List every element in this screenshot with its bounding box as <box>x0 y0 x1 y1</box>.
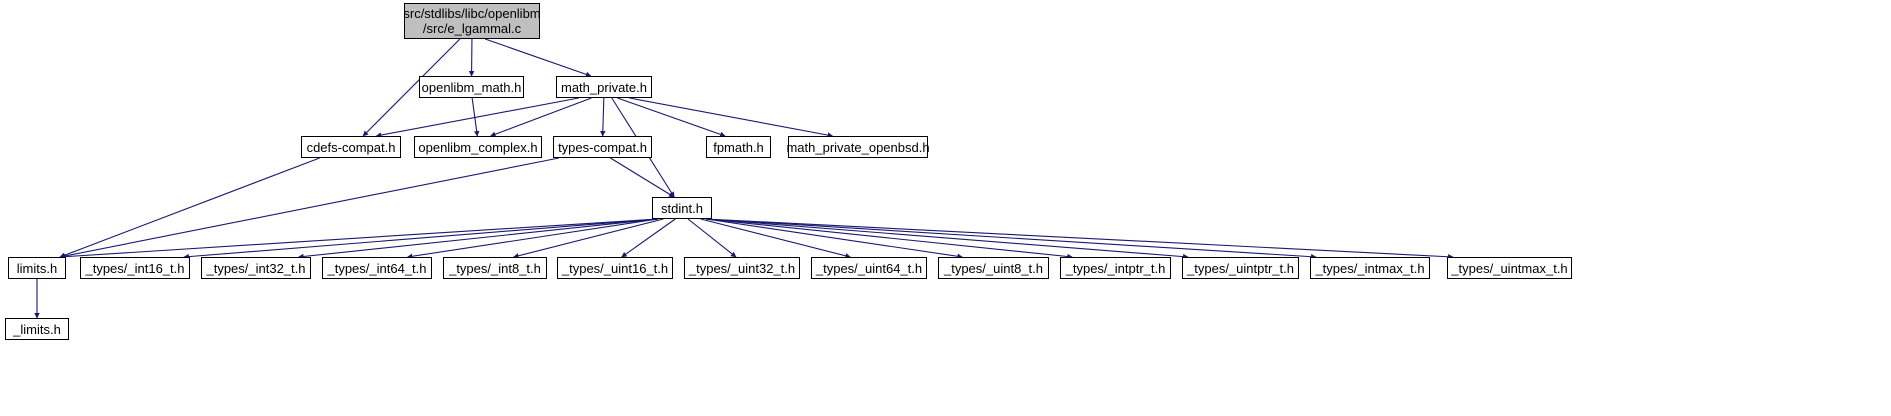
graph-node-label: fpmath.h <box>713 139 764 155</box>
graph-edge-math_private-to-openlibm_complex <box>490 97 592 137</box>
graph-node-label: _types/_uint32_t.h <box>688 260 796 276</box>
graph-node-int32[interactable]: _types/_int32_t.h <box>201 257 311 279</box>
graph-edge-stdint-to-intptr <box>705 218 1073 260</box>
graph-edge-math_private-to-cdefs_compat <box>375 97 579 138</box>
graph-node-label: src/stdlibs/libc/openlibm /src/e_lgammal… <box>403 6 541 36</box>
graph-node-label: _types/_uint64_t.h <box>815 260 923 276</box>
graph-node-label: _types/_int32_t.h <box>206 260 306 276</box>
graph-edge-stdint-to-uint32 <box>687 218 737 258</box>
graph-edge-stdint-to-int32 <box>298 218 659 260</box>
graph-node-label: _types/_int8_t.h <box>449 260 541 276</box>
graph-edge-types_compat-to-stdint <box>610 157 675 198</box>
graph-node-openlibm_complex[interactable]: openlibm_complex.h <box>414 136 542 158</box>
graph-node-label: math_private_openbsd.h <box>786 139 930 155</box>
graph-node-label: _limits.h <box>13 321 61 337</box>
graph-node-label: types-compat.h <box>558 139 647 155</box>
graph-node-uint64[interactable]: _types/_uint64_t.h <box>811 257 927 279</box>
graph-edge-cdefs_compat-to-limits <box>59 157 320 258</box>
graph-node-label: _types/_int64_t.h <box>327 260 427 276</box>
graph-node-uintptr[interactable]: _types/_uintptr_t.h <box>1182 257 1299 279</box>
graph-edge-types_compat-to-limits <box>59 157 560 259</box>
graph-node-intmax[interactable]: _types/_intmax_t.h <box>1310 257 1430 279</box>
graph-node-label: math_private.h <box>561 79 647 95</box>
graph-edge-root-to-math_private <box>485 38 592 77</box>
graph-node-label: _types/_uint16_t.h <box>561 260 669 276</box>
graph-edge-stdint-to-int16 <box>183 218 659 260</box>
graph-node-label: _types/_uintptr_t.h <box>1187 260 1294 276</box>
graph-node-math_private_obsd[interactable]: math_private_openbsd.h <box>786 136 930 158</box>
graph-node-types_compat[interactable]: types-compat.h <box>553 136 652 158</box>
graph-edge-math_private-to-math_private_obsd <box>629 97 834 138</box>
graph-node-uint16[interactable]: _types/_uint16_t.h <box>557 257 673 279</box>
graph-edge-stdint-to-int8 <box>513 218 664 259</box>
graph-node-fpmath[interactable]: fpmath.h <box>706 136 771 158</box>
graph-node-math_private[interactable]: math_private.h <box>556 76 652 98</box>
graph-edge-math_private-to-types_compat <box>600 97 606 137</box>
graph-edge-stdint-to-int64 <box>406 218 659 259</box>
graph-edge-stdint-to-uint64 <box>700 218 851 259</box>
graph-node-label: stdint.h <box>661 200 703 216</box>
graph-node-label: _types/_uintmax_t.h <box>1451 260 1568 276</box>
graph-node-label: cdefs-compat.h <box>306 139 396 155</box>
graph-edge-stdint-to-uint8 <box>705 218 963 259</box>
graph-edge-stdint-to-limits <box>59 218 659 260</box>
graph-node-label: limits.h <box>16 260 58 276</box>
graph-node-limits[interactable]: limits.h <box>8 257 66 279</box>
graph-edge-stdint-to-uintptr <box>705 218 1189 260</box>
graph-node-openlibm_math[interactable]: openlibm_math.h <box>419 76 524 98</box>
graph-node-label: _types/_intptr_t.h <box>1065 260 1166 276</box>
graph-node-uint8[interactable]: _types/_uint8_t.h <box>938 257 1049 279</box>
graph-node-int8[interactable]: _types/_int8_t.h <box>443 257 547 279</box>
graph-node-root[interactable]: src/stdlibs/libc/openlibm /src/e_lgammal… <box>403 3 541 39</box>
graph-node-cdefs_compat[interactable]: cdefs-compat.h <box>301 136 401 158</box>
graph-node-int16[interactable]: _types/_int16_t.h <box>80 257 190 279</box>
graph-node-label: _types/_uint8_t.h <box>943 260 1044 276</box>
graph-node-intptr[interactable]: _types/_intptr_t.h <box>1060 257 1171 279</box>
graph-node-label: _types/_int16_t.h <box>85 260 185 276</box>
graph-edge-stdint-to-intmax <box>705 218 1317 260</box>
graph-edge-openlibm_math-to-openlibm_complex <box>471 97 480 137</box>
graph-node-label: openlibm_math.h <box>421 79 522 95</box>
graph-node-uintmax[interactable]: _types/_uintmax_t.h <box>1447 257 1572 279</box>
graph-node-label: openlibm_complex.h <box>418 139 538 155</box>
graph-node-label: _types/_intmax_t.h <box>1315 260 1425 276</box>
graph-node-uint32[interactable]: _types/_uint32_t.h <box>684 257 800 279</box>
graph-node-int64[interactable]: _types/_int64_t.h <box>322 257 432 279</box>
graph-edge-math_private-to-fpmath <box>617 97 726 137</box>
graph-node-stdint[interactable]: stdint.h <box>652 197 712 219</box>
graph-edge-stdint-to-uint16 <box>621 218 676 258</box>
graph-edge-stdint-to-uintmax <box>705 218 1454 260</box>
graph-node-_limits[interactable]: _limits.h <box>5 318 69 340</box>
